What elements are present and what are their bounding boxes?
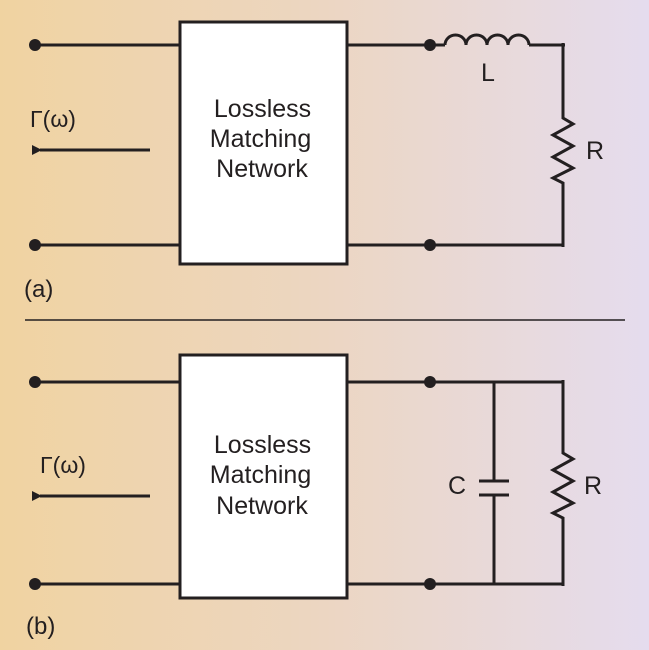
output-node-top-b xyxy=(424,376,436,388)
resistor-label-a: R xyxy=(586,137,604,165)
panel-label-b: (b) xyxy=(26,613,55,640)
resistor-symbol-b xyxy=(549,380,577,586)
network-line-2-a: Matching xyxy=(210,125,311,153)
network-line-3-a: Network xyxy=(216,155,308,183)
network-line-1-b: Lossless xyxy=(214,431,311,459)
inductor-symbol-a xyxy=(443,33,531,46)
matching-network-box-b xyxy=(178,353,349,600)
panel-b: Γ(ω) Lossless Matching Network C R (b) xyxy=(26,353,602,640)
network-label-b: Lossless Matching Network xyxy=(210,431,318,520)
input-terminal-bottom-b xyxy=(29,578,41,590)
network-label-a: Lossless Matching Network xyxy=(210,95,318,183)
matching-network-box-a xyxy=(178,20,349,266)
output-node-top-a xyxy=(424,39,436,51)
input-terminal-top-a xyxy=(29,39,41,51)
inductor-label-a: L xyxy=(481,59,495,87)
network-line-1-a: Lossless xyxy=(214,95,311,123)
network-line-2-b: Matching xyxy=(210,461,311,489)
output-node-bottom-b xyxy=(424,578,436,590)
network-line-3-b: Network xyxy=(216,492,308,520)
gamma-label-b: Γ(ω) xyxy=(40,452,86,478)
output-node-bottom-a xyxy=(424,239,436,251)
gamma-label-a: Γ(ω) xyxy=(30,106,76,132)
input-terminal-top-b xyxy=(29,376,41,388)
panel-label-a: (a) xyxy=(24,276,53,303)
panel-a: Γ(ω) Lossless Matching Network L R (a) xyxy=(24,20,604,303)
capacitor-label-b: C xyxy=(448,472,466,500)
resistor-label-b: R xyxy=(584,472,602,500)
input-terminal-bottom-a xyxy=(29,239,41,251)
resistor-symbol-a xyxy=(549,43,577,247)
